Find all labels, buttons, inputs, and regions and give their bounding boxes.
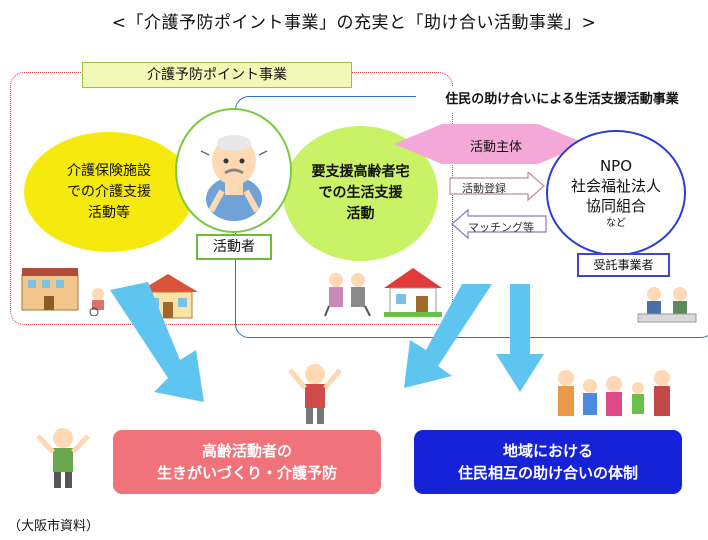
cheering-elder-icon <box>288 364 342 424</box>
contractor-label: 受託事業者 <box>577 253 670 277</box>
registration-matching-arrows <box>449 172 547 240</box>
community-outcome-box: 地域における 住民相互の助け合いの体制 <box>414 430 682 494</box>
actor-circle <box>175 108 292 233</box>
community-outcome-line-2: 住民相互の助け合いの体制 <box>457 464 638 482</box>
facility-line-2: での介護支援 <box>67 183 151 200</box>
npo-line-2: 社会福祉法人 <box>570 176 661 195</box>
red-roof-house-icon <box>384 268 442 317</box>
elderly-outcome-line-2: 生きがいづくり・介護予防 <box>156 464 337 482</box>
arrow-to-elderly-outcome <box>110 282 204 402</box>
home-line-3: 活動 <box>346 206 375 222</box>
facility-activity-circle: 介護保険施設 での介護支援 活動等 <box>24 132 194 252</box>
consultation-desk-icon <box>637 287 697 323</box>
npo-suffix: など <box>606 217 626 229</box>
npo-line-1: NPO <box>599 156 633 175</box>
shutai-label: 活動主体 <box>470 140 523 155</box>
family-group-icon <box>558 370 670 416</box>
actor-label: 活動者 <box>196 234 272 260</box>
npo-circle: NPO 社会福祉法人 協同組合 など <box>546 130 686 256</box>
jumin-tasukeai-banner: 住民の助け合いによる生活支援活動事業 <box>416 87 708 113</box>
page-title: <「介護予防ポイント事業」の充実と「助け合い活動事業」> <box>111 13 597 33</box>
kaigo-yobo-banner: 介護予防ポイント事業 <box>82 62 352 88</box>
elderly-outcome-line-1: 高齢活動者の <box>201 442 292 460</box>
facility-line-3: 活動等 <box>88 204 130 221</box>
arrow-from-home-to-elderly <box>404 284 492 388</box>
facility-line-1: 介護保険施設 <box>67 162 151 179</box>
npo-line-3: 協同組合 <box>585 196 646 215</box>
matching-label: マッチング等 <box>468 221 534 234</box>
registration-label: 活動登録 <box>462 182 506 195</box>
shutai-banner-shape <box>394 124 586 164</box>
care-facility-icon <box>21 268 104 316</box>
elderly-couple-icon <box>324 273 371 317</box>
home-line-2: での生活支援 <box>318 185 403 201</box>
source-note: （大阪市資料） <box>8 519 100 534</box>
home-line-1: 要支援高齢者宅 <box>311 164 410 180</box>
arrow-to-community-outcome <box>496 284 544 392</box>
elderly-outcome-box: 高齢活動者の 生きがいづくり・介護予防 <box>113 430 381 494</box>
cheering-elder-icon-2 <box>36 428 90 488</box>
community-outcome-line-1: 地域における <box>502 442 593 460</box>
elderly-man-illustration-icon <box>200 134 267 221</box>
